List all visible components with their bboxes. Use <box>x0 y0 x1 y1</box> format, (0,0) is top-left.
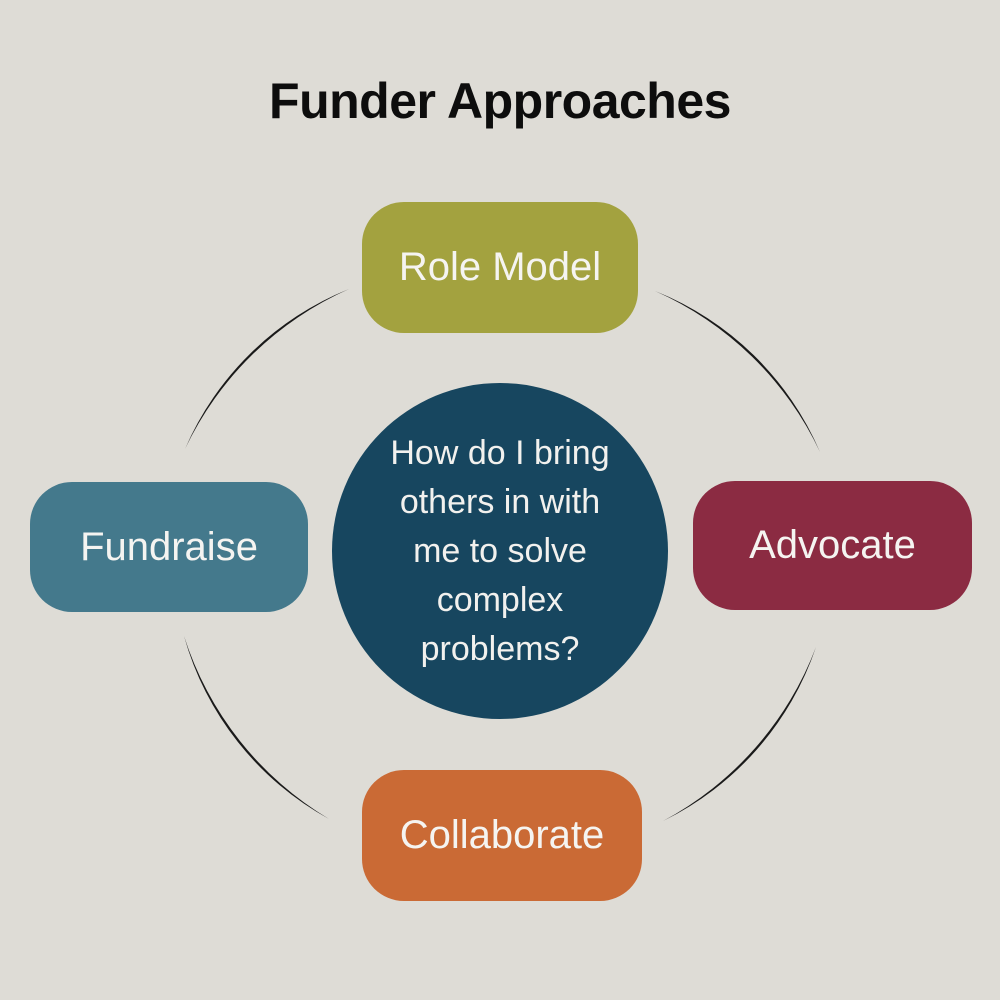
center-question-circle: How do I bring others in with me to solv… <box>332 383 668 719</box>
center-question-text: How do I bring others in with me to solv… <box>390 429 609 674</box>
arc-upper-right <box>655 291 820 452</box>
node-collaborate: Collaborate <box>362 770 642 901</box>
node-fundraise-label: Fundraise <box>80 524 258 569</box>
center-question-line: me to solve <box>413 531 587 570</box>
node-role-model: Role Model <box>362 202 638 333</box>
arc-lower-right <box>663 647 816 821</box>
arc-lower-left <box>184 636 329 819</box>
node-advocate: Advocate <box>693 481 972 610</box>
diagram-title: Funder Approaches <box>269 73 731 129</box>
arc-upper-left <box>185 289 349 449</box>
node-role-model-label: Role Model <box>398 245 602 289</box>
node-fundraise: Fundraise <box>30 482 308 612</box>
node-advocate-label: Advocate <box>749 523 916 567</box>
center-question-line: problems? <box>420 629 580 668</box>
center-question-line: others in with <box>399 482 601 521</box>
node-collaborate-label: Collaborate <box>399 813 605 857</box>
center-question-line: complex <box>436 580 564 619</box>
center-question-line: How do I bring <box>390 433 610 472</box>
